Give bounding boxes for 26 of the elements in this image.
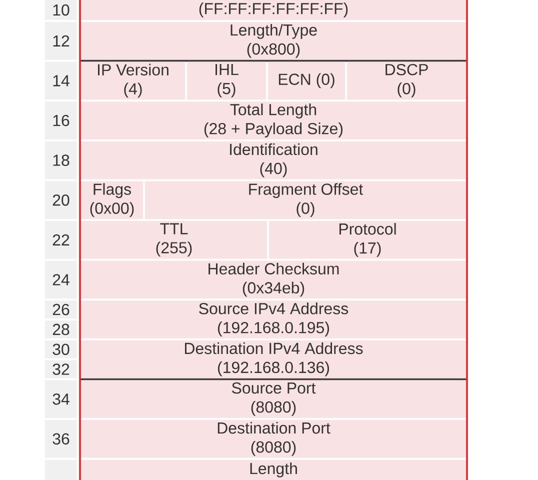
offset-cell: 20 [45, 181, 77, 219]
field-cell: Source IPv4 Address (192.168.0.195) [81, 300, 466, 338]
offset-cell: 10 [45, 0, 77, 20]
field-cell: IP Version (4) [81, 62, 185, 100]
offset-cell: 32 [45, 360, 77, 378]
field-cell: Destination Port (8080) [81, 420, 466, 458]
field-cell: Fragment Offset (0) [145, 181, 466, 219]
field-cell: IHL (5) [187, 62, 266, 100]
field-cell: Flags (0x00) [81, 181, 143, 219]
offset-cell: 28 [45, 320, 77, 338]
offset-cell: 22 [45, 221, 77, 259]
offset-cell: 36 [45, 420, 77, 458]
offset-cell: 14 [45, 62, 77, 100]
offset-cell: 26 [45, 300, 77, 318]
field-cell: Length [81, 460, 466, 480]
offset-cell: 16 [45, 102, 77, 140]
offset-cell: 18 [45, 141, 77, 180]
field-cell: Protocol (17) [269, 221, 466, 259]
offset-cell: 12 [45, 22, 77, 60]
field-cell: TTL (255) [81, 221, 267, 259]
field-cell: Source Port (8080) [81, 380, 466, 418]
field-cell: Destination IPv4 Address (192.168.0.136) [81, 340, 466, 378]
field-cell: DSCP (0) [347, 62, 466, 100]
field-cell: (FF:FF:FF:FF:FF:FF) [81, 0, 466, 20]
offset-cell: 30 [45, 340, 77, 358]
field-cell: ECN (0) [268, 62, 345, 100]
